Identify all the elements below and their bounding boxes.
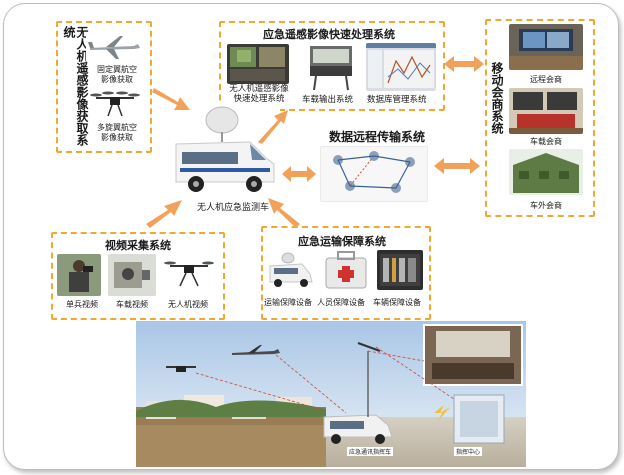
remote-consult-label: 远程会商: [530, 75, 562, 84]
arrow-uav-to-vehicle: [152, 88, 190, 110]
vehicle-output-label: 车载输出系统: [302, 95, 354, 105]
fixed-wing-uav-image: [86, 32, 142, 62]
vehicle-consult-label: 车载会商: [530, 137, 562, 146]
processing-workstation-image: [227, 44, 289, 84]
arrow-vehicle-to-processing: [258, 110, 288, 144]
database-management-label: 数据库管理系统: [367, 95, 427, 105]
database-management-image: [366, 43, 436, 91]
arrow-transport-to-vehicle: [268, 198, 300, 228]
emergency-vehicle-image: [170, 102, 280, 198]
transport-equipment-label: 运输保障设备: [264, 298, 312, 307]
arrow-processing-mobile-double: [444, 56, 484, 72]
video-title: 视频采集系统: [105, 239, 171, 252]
scene-center-tag: 指挥中心: [454, 447, 483, 456]
processing-workstation-label: 无人机遥感影像 快速处理系统: [229, 84, 289, 104]
individual-video-image: [57, 254, 101, 296]
outdoor-consult-image: [509, 149, 583, 195]
uav-video-label: 无人机视频: [168, 300, 208, 309]
arrow-transfer-mobile-double: [434, 158, 480, 174]
multi-rotor-uav-image: [90, 88, 140, 122]
transport-title: 应急运输保障系统: [298, 235, 386, 248]
individual-video-label: 单兵视频: [66, 300, 98, 309]
vehicle-support-equipment-label: 车辆保障设备: [373, 298, 421, 307]
remote-consult-image: [509, 24, 583, 70]
uav-video-image: [164, 256, 214, 292]
vehicle-video-image: [108, 254, 156, 296]
diagram-frame: 无人机遥感影像获取系统 固定翼航空 影像获取 多旋翼航空 影像获取 应急遥感影像…: [3, 3, 619, 470]
uav-acquisition-title: 无人机遥感影像获取系统: [62, 26, 89, 146]
emergency-scene-image: [136, 321, 526, 467]
mobile-consult-title: 移动会商系统: [490, 62, 504, 134]
vehicle-video-label: 车载视频: [116, 300, 148, 309]
personnel-equipment-image: [322, 248, 370, 292]
data-transfer-title: 数据远程传输系统: [329, 130, 426, 144]
arrow-vehicle-transfer-double: [282, 166, 316, 182]
vehicle-support-equipment-image: [377, 250, 423, 290]
multi-rotor-label: 多旋翼航空 影像获取: [97, 123, 137, 142]
scene-vehicle-tag: 应急通讯指挥车: [347, 447, 394, 456]
rapid-processing-title: 应急遥感影像快速处理系统: [263, 28, 395, 41]
outdoor-consult-label: 车外会商: [530, 201, 562, 210]
arrow-video-to-vehicle: [146, 200, 182, 228]
fixed-wing-label: 固定翼航空 影像获取: [97, 65, 137, 84]
vehicle-label: 无人机应急监测车: [197, 203, 270, 213]
personnel-equipment-label: 人员保障设备: [317, 298, 365, 307]
transport-equipment-image: [266, 250, 316, 290]
vehicle-consult-image: [509, 88, 583, 134]
vehicle-output-image: [306, 40, 356, 92]
data-transfer-network-image: [320, 146, 428, 202]
